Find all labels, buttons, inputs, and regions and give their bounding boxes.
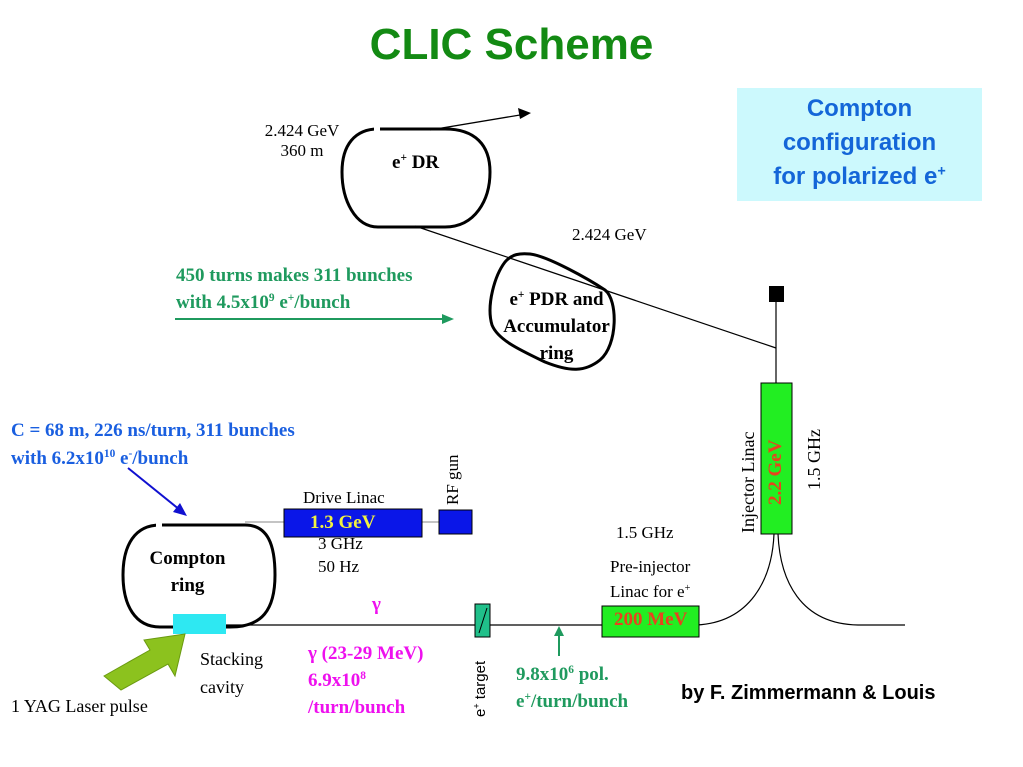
injector-linac-block <box>760 382 793 535</box>
injector-linac-label: Injector Linac <box>738 431 758 533</box>
compton-box-line-1: Compton <box>806 95 913 122</box>
compton-configuration-box: Compton configuration for polarized e+ <box>737 88 982 201</box>
compton-ring-label: Compton ring <box>149 548 226 596</box>
drive-linac-block <box>283 508 423 538</box>
dr-extraction-line <box>429 113 527 131</box>
injector-to-preinjector-curve <box>696 533 775 626</box>
gamma-note: γ (23-29 MeV) 6.9x108 /turn/bunch <box>308 643 424 718</box>
dr-parameters: 2.424 GeV 360 m <box>252 121 352 161</box>
injector-to-right-curve <box>777 533 905 626</box>
drive-linac-frequency: 3 GHz <box>318 534 363 553</box>
pdr-label: e+ PDR and Accumulator ring <box>503 289 610 364</box>
dr-ring <box>340 127 492 229</box>
preinjector-frequency: 1.5 GHz <box>616 523 674 542</box>
dr-label: e+ DR <box>392 152 440 173</box>
positron-target-slash <box>478 607 488 634</box>
pdr-energy: 2.424 GeV <box>572 225 647 244</box>
positron-yield-note: 9.8x106 pol. e+/turn/bunch <box>516 664 629 712</box>
credit-text: by F. Zimmermann & Louis <box>681 682 936 704</box>
compton-note-arrow-line <box>127 467 181 511</box>
dr-extraction-arrowhead <box>518 108 531 119</box>
compton-box-line-2: configuration <box>782 129 937 156</box>
preinjector-energy: 200 MeV <box>614 609 688 630</box>
compton-ring-note: C = 68 m, 226 ns/turn, 311 bunches with … <box>11 420 295 469</box>
injector-linac-energy: 2.2 GeV <box>765 439 786 505</box>
accumulation-arrowhead <box>442 314 454 324</box>
compton-box-line-3: for polarized e+ <box>773 163 946 190</box>
compton-ring <box>121 523 277 629</box>
drive-linac-rep-rate: 50 Hz <box>318 557 360 576</box>
laser-arrow <box>103 633 186 691</box>
injector-top-block <box>769 286 784 302</box>
preinjector-label-line2: Linac for e+ <box>610 582 691 601</box>
compton-note-arrowhead <box>173 503 187 516</box>
positron-target-label: e+ target <box>471 660 489 717</box>
page-title: CLIC Scheme <box>369 20 654 69</box>
preinjector-linac-block <box>601 605 700 638</box>
yield-arrowhead <box>554 626 564 636</box>
dr-energy: 2.424 GeV <box>264 121 340 140</box>
stacking-cavity-label: Stacking cavity <box>200 649 263 697</box>
rf-gun-block <box>438 509 473 535</box>
stacking-cavity-block <box>173 614 226 634</box>
drive-linac-label: Drive Linac <box>303 488 385 507</box>
gamma-symbol: γ <box>372 594 381 615</box>
preinjector-label-line1: Pre-injector <box>610 557 691 576</box>
accumulation-note: 450 turns makes 311 bunches with 4.5x109… <box>176 265 413 313</box>
dr-circumference: 360 m <box>280 141 324 160</box>
drive-linac-energy: 1.3 GeV <box>310 512 376 533</box>
rf-gun-label: RF gun <box>443 454 462 505</box>
dr-to-pdr-line <box>414 225 777 349</box>
laser-label: 1 YAG Laser pulse <box>11 696 148 716</box>
pdr-ring <box>488 252 616 371</box>
injector-linac-frequency: 1.5 GHz <box>804 429 824 490</box>
